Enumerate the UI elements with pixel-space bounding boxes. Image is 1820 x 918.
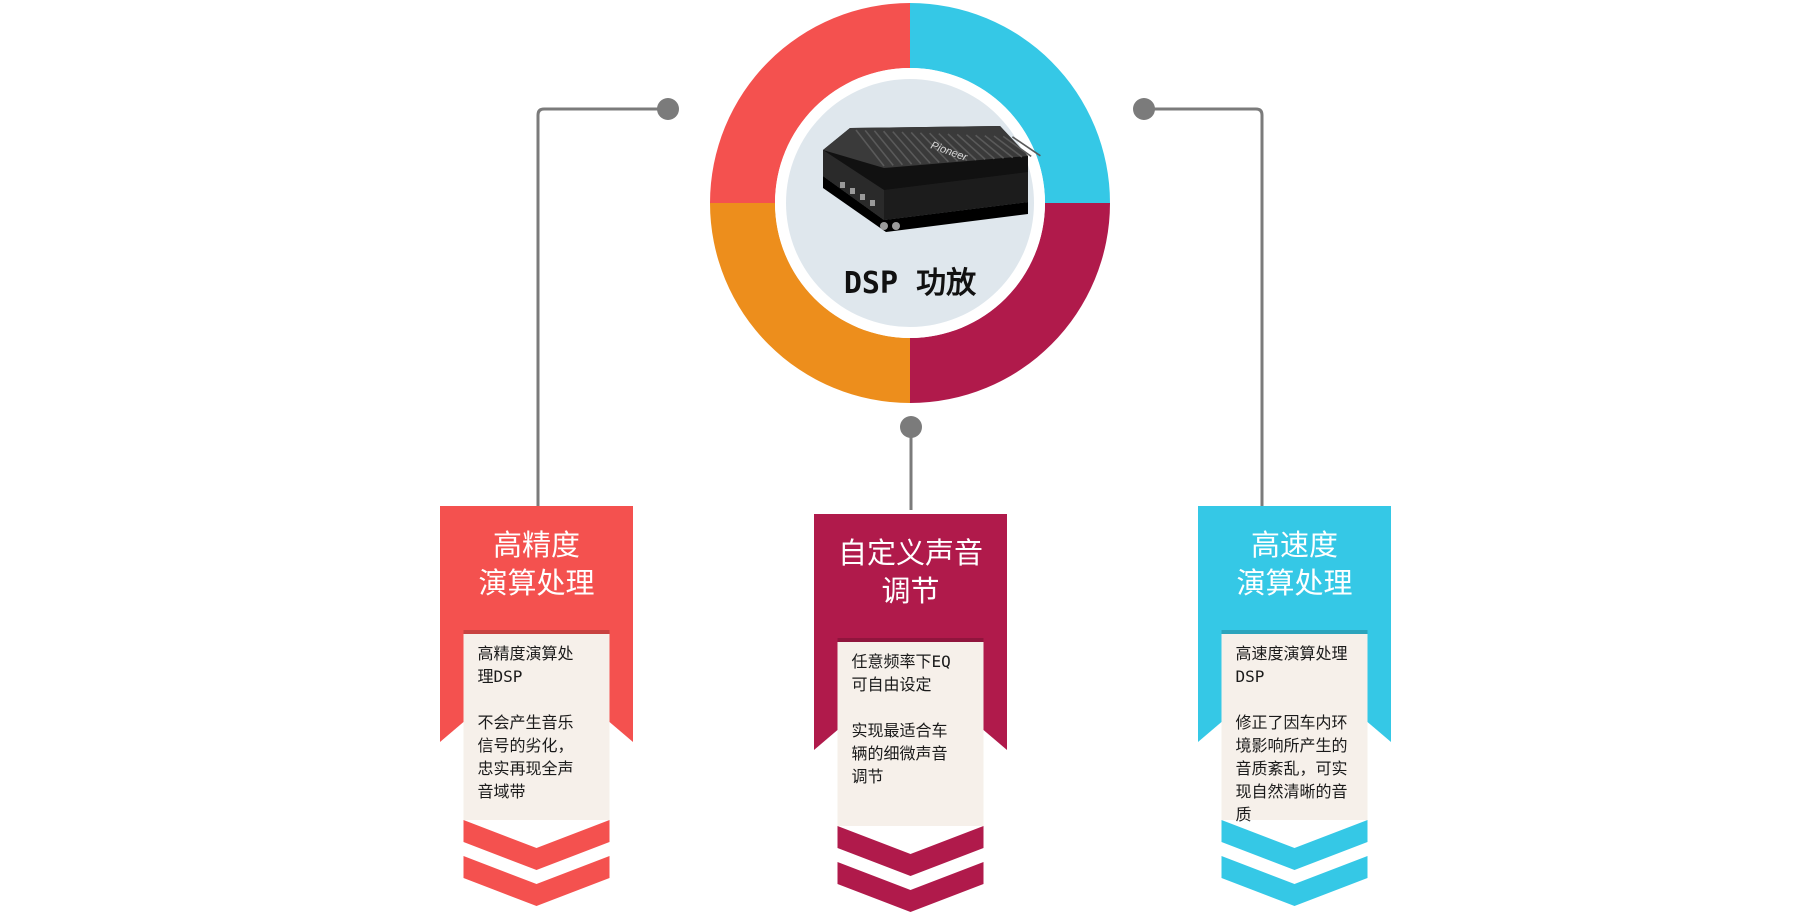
connector-node-left	[657, 98, 679, 120]
card-title-line: 演算处理	[1236, 566, 1353, 600]
card-wing-left	[1198, 630, 1222, 742]
card-wing-left	[814, 638, 838, 750]
card-description: 高速度演算处理 DSP 修正了因车内环境影响所产生的音质紊乱，可实现自然清晰的音质	[1236, 642, 1376, 826]
card-description: 高精度演算处理DSP 不会产生音乐信号的劣化， 忠实再现全声音域带	[478, 642, 618, 803]
card-panel	[1221, 634, 1368, 820]
card-description-line: 音质紊乱，可实	[1235, 759, 1348, 778]
card-header-shadow	[1221, 630, 1368, 634]
card-title-line: 演算处理	[478, 566, 595, 600]
card-description-line: 高精度演算处	[477, 644, 574, 663]
card-panel	[837, 642, 984, 826]
card-description-line: 音域带	[477, 782, 526, 801]
card-title: 高速度演算处理	[1198, 526, 1391, 602]
connector-node-right	[1133, 98, 1155, 120]
card-description-line: 调节	[851, 767, 884, 786]
card-description-gap	[852, 696, 992, 719]
card-title-line: 自定义声音	[837, 536, 983, 570]
card-description-gap	[478, 688, 618, 711]
card-title: 高精度演算处理	[440, 526, 633, 602]
card-description-line: 实现最适合车	[851, 721, 948, 740]
card-header-shadow	[463, 630, 610, 634]
dsp-amplifier-image: Pioneer	[823, 126, 1041, 232]
card-description-line: 境影响所产生的	[1235, 736, 1348, 755]
card-wing-right	[1367, 630, 1391, 742]
card-description-gap	[1236, 688, 1376, 711]
chevron-down-icon	[463, 820, 610, 870]
card-description-line: 任意频率下EQ	[851, 652, 951, 671]
card-description: 任意频率下EQ 可自由设定实现最适合车辆的细微声音调节	[852, 650, 992, 788]
card-description-line: 现自然清晰的音	[1235, 782, 1348, 801]
connectors	[536, 98, 1264, 510]
chevron-down-icon	[463, 856, 610, 906]
card-description-line: 辆的细微声音	[851, 744, 948, 763]
cards	[440, 506, 1391, 912]
card-panel	[463, 634, 610, 820]
card-3	[1198, 506, 1391, 906]
card-description-line: DSP	[1235, 667, 1265, 686]
card-header	[440, 506, 633, 634]
card-description-line: 高速度演算处理	[1235, 644, 1348, 663]
amp-connectors	[840, 182, 900, 230]
card-description-line: 修正了因车内环	[1235, 713, 1348, 732]
card-header	[814, 514, 1007, 642]
card-wing-left	[440, 630, 464, 742]
card-description-line: 忠实再现全声	[477, 759, 574, 778]
chevron-down-icon	[1221, 820, 1368, 870]
ring-segment-bottom-right	[910, 203, 1110, 403]
card-wing-right	[609, 630, 633, 742]
card-description-line: 理DSP	[477, 667, 523, 686]
card-title-line: 调节	[881, 574, 940, 608]
connector-right	[1144, 107, 1264, 506]
card-title-line: 高速度	[1250, 528, 1338, 562]
card-2	[814, 514, 1007, 912]
card-description-line: 可自由设定	[851, 675, 932, 694]
ring-segment-bottom-left	[710, 203, 910, 403]
chevron-down-icon	[837, 862, 984, 912]
connector-left	[536, 107, 668, 506]
card-description-line: 信号的劣化，	[477, 736, 574, 755]
card-title-line: 高精度	[492, 528, 580, 562]
card-title: 自定义声音调节	[814, 534, 1007, 610]
hub-label: DSP 功放	[843, 266, 977, 301]
chevron-down-icon	[1221, 856, 1368, 906]
card-description-line: 质	[1235, 805, 1252, 824]
card-description-line: 不会产生音乐	[477, 713, 574, 732]
chevron-down-icon	[837, 826, 984, 876]
card-header-shadow	[837, 638, 984, 642]
card-wing-right	[983, 638, 1007, 750]
ring-segment-top-right	[910, 3, 1110, 203]
card-1	[440, 506, 633, 906]
card-header	[1198, 506, 1391, 634]
ring-segment-top-left	[710, 3, 910, 203]
connector-node-center	[900, 416, 922, 438]
